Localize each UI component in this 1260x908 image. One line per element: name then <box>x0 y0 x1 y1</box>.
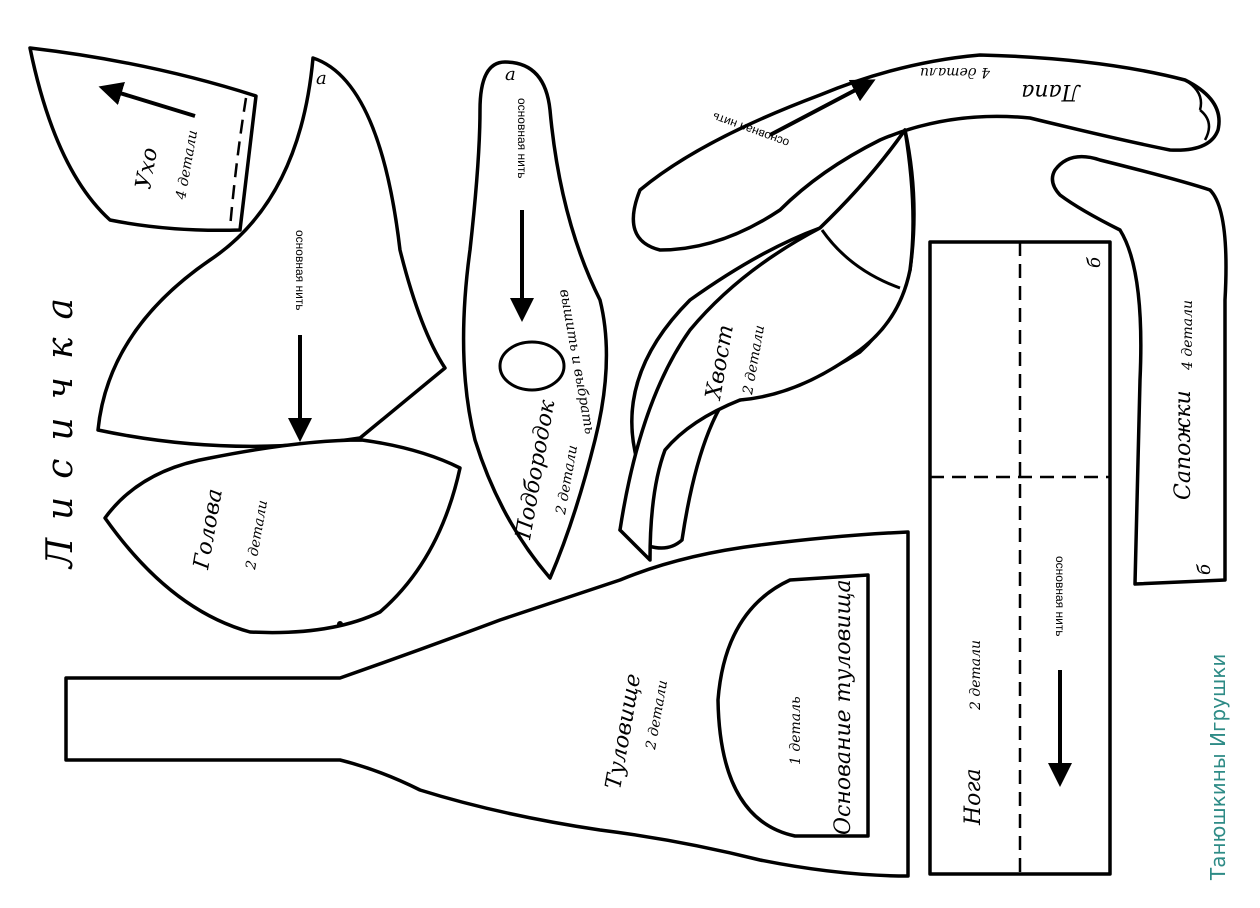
body-base-count-label: 1 деталь <box>788 696 804 765</box>
body-piece: Основание туловища 1 деталь Туловище 2 д… <box>64 530 910 878</box>
grain-arrow-ear <box>98 82 196 118</box>
boot-mark-b: б <box>1194 563 1215 575</box>
grain-label-leg: основная нить <box>1053 556 1067 637</box>
grain-label-chin: основная нить <box>515 98 529 179</box>
leg-piece: основная нить Нога 2 детали б <box>928 240 1112 876</box>
tail-piece: Хвост 2 детали <box>618 128 916 562</box>
boot-piece: Сапожки 4 детали б <box>1050 154 1228 586</box>
grain-label-head: основная нить <box>293 230 307 311</box>
grain-arrow-paw <box>769 79 876 137</box>
ear-piece: Ухо 4 детали <box>28 46 258 233</box>
head-upper-piece: основная нить а <box>96 56 447 449</box>
head-mark-a: а <box>316 68 327 89</box>
body-base-name-label: Основание туловища <box>831 579 856 835</box>
boot-count-label: 4 детали <box>1180 300 1196 371</box>
head-dot <box>337 621 343 627</box>
head-lower-piece: Голова 2 детали <box>103 438 462 635</box>
leg-mark-b: б <box>1084 256 1105 268</box>
chin-piece: основная нить а вышить и выбрать Подборо… <box>461 60 609 580</box>
chin-eye-hole <box>498 340 566 392</box>
boot-name-label: Сапожки <box>1171 390 1196 500</box>
leg-name-label: Нога <box>961 768 986 826</box>
chin-mark-a: а <box>505 64 516 85</box>
brand-label: Танюшкины Игрушки <box>1206 654 1230 881</box>
leg-count-label: 2 детали <box>968 640 984 711</box>
paw-name-label: Лапа <box>1021 79 1081 104</box>
pattern-title: Лисичка <box>40 280 81 570</box>
paw-count-label: 4 детали <box>920 64 991 80</box>
